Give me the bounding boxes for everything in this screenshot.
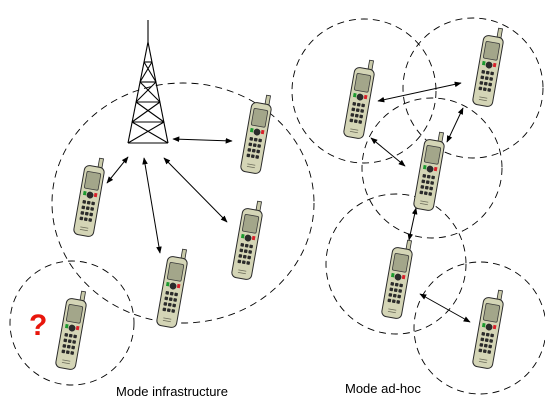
mobile-phone-icon <box>412 129 447 212</box>
link-adhoc-5 <box>419 293 471 323</box>
link-tower-phone-right <box>172 136 233 144</box>
mobile-phone-icon <box>380 237 415 320</box>
link-adhoc-4 <box>407 207 418 241</box>
mobile-phone-icon <box>54 288 89 371</box>
link-adhoc-1 <box>377 81 462 103</box>
mobile-phone-icon <box>342 57 377 140</box>
link-tower-phone-left <box>106 156 129 184</box>
link-tower-phone-bottom <box>142 157 162 254</box>
mobile-phone-icon <box>471 25 506 108</box>
label-mode-adhoc: Mode ad-hoc <box>345 381 421 396</box>
coverage-adhoc-b <box>402 17 544 159</box>
coverage-adhoc-e <box>413 261 545 395</box>
label-mode-infrastructure: Mode infrastructure <box>116 384 228 399</box>
mobile-phone-icon <box>471 287 506 370</box>
antenna-tower-icon <box>127 20 169 144</box>
coverage-adhoc-d <box>325 193 467 335</box>
link-tower-phone-lowright <box>163 157 228 223</box>
mobile-phone-icon <box>72 155 107 238</box>
link-adhoc-2 <box>446 107 464 143</box>
coverage-infrastructure <box>51 82 315 324</box>
link-adhoc-3 <box>370 137 406 167</box>
mobile-phone-icon <box>230 198 265 281</box>
mobile-phone-icon <box>239 92 274 175</box>
unknown-question-mark: ? <box>29 309 47 342</box>
mobile-phone-icon <box>155 246 190 329</box>
coverage-unknown-phone <box>9 260 135 386</box>
